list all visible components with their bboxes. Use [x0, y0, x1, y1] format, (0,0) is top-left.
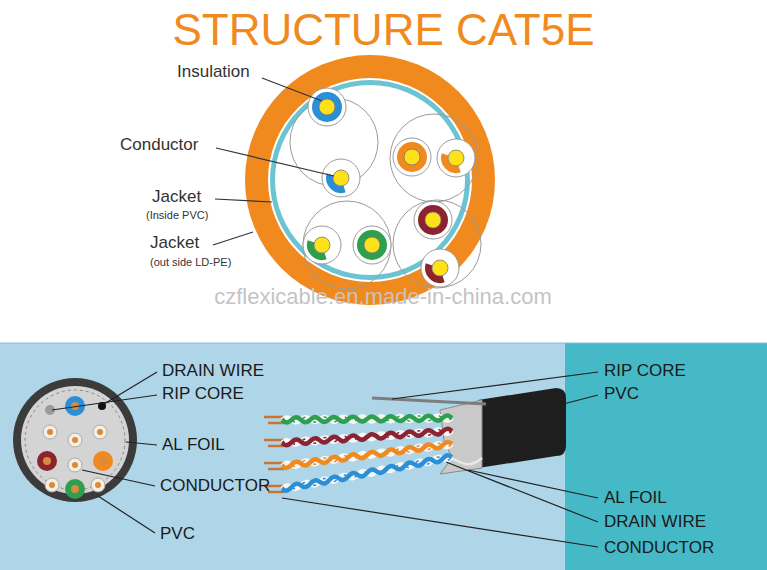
insulation	[312, 92, 342, 122]
part-label: CONDUCTOR	[160, 477, 270, 496]
wire-outline	[322, 159, 360, 197]
insulation	[68, 433, 82, 447]
conductor	[47, 429, 53, 435]
pair-outline	[303, 201, 391, 289]
conductor-tip	[264, 439, 284, 442]
conductor	[364, 237, 380, 253]
part-label: DRAIN WIRE	[162, 362, 264, 381]
leader-line	[548, 395, 598, 408]
outer-jacket	[245, 55, 495, 305]
strand-stripe	[282, 430, 452, 445]
conductor	[72, 437, 78, 443]
part-label: AL FOIL	[604, 489, 667, 508]
pvc-jacket	[478, 388, 566, 468]
insulation	[37, 451, 57, 471]
strand-stripe	[282, 416, 452, 423]
wire-outline	[303, 226, 341, 264]
conductor	[404, 149, 420, 165]
pair-outline	[393, 200, 481, 288]
part-note: (out side LD-PE)	[150, 256, 231, 268]
wire-outline	[353, 226, 391, 264]
part-label: RIP CORE	[604, 362, 686, 381]
leader-lines	[52, 372, 598, 547]
wire-outline	[437, 139, 475, 177]
conductor	[333, 170, 349, 186]
colour-strand	[282, 429, 452, 445]
conductor-tip	[264, 416, 284, 419]
part-label: Jacket	[152, 188, 201, 207]
white-strand	[282, 416, 452, 423]
core-space	[275, 85, 465, 275]
conductor	[49, 482, 55, 488]
insulation	[65, 479, 85, 499]
leader-line	[213, 232, 253, 245]
conductor	[72, 462, 78, 468]
insulation	[93, 425, 107, 439]
conductor	[95, 482, 101, 488]
ftp-cross-section	[13, 378, 137, 502]
title: STRUCTURE CAT5E	[0, 6, 767, 54]
part-label: PVC	[160, 525, 195, 544]
leader-line	[215, 199, 272, 202]
part-label: RIP CORE	[162, 385, 244, 404]
leader-line	[52, 395, 157, 410]
colour-strand	[282, 455, 452, 490]
conductor	[432, 260, 448, 276]
colour-strand	[282, 416, 452, 423]
insulation	[68, 458, 82, 472]
foil-edge	[25, 390, 125, 490]
cable-side-view	[264, 388, 566, 492]
leader-lines	[213, 78, 334, 245]
conductor	[314, 237, 330, 253]
leader-line	[82, 470, 155, 486]
cable-cross-section	[245, 55, 495, 305]
leader-line	[446, 462, 598, 522]
leader-line	[282, 498, 598, 547]
part-label: CONDUCTOR	[604, 539, 714, 558]
leader-line	[126, 442, 157, 445]
insulation	[45, 478, 59, 492]
insulation	[43, 425, 57, 439]
wire-outline	[393, 138, 431, 176]
panel-edge	[0, 343, 767, 344]
rip-core	[372, 398, 486, 404]
insulation	[418, 205, 448, 235]
conductor	[425, 212, 441, 228]
part-note: (Inside PVC)	[146, 209, 208, 221]
foil	[21, 386, 129, 494]
pvc-jacket	[13, 378, 137, 502]
insulation	[91, 478, 105, 492]
panel-ground	[0, 343, 767, 570]
wire-outline	[421, 249, 459, 287]
conductor	[43, 457, 51, 465]
watermark: czflexicable.en.made-in-china.com	[214, 285, 552, 309]
part-label: PVC	[604, 385, 639, 404]
leader-line	[392, 372, 598, 399]
leader-line	[468, 470, 598, 498]
pair-outline	[390, 114, 478, 202]
leader-line	[262, 78, 322, 101]
conductor	[448, 150, 464, 166]
part-label: DRAIN WIRE	[604, 513, 706, 532]
insulation	[93, 451, 113, 471]
wire-outline	[308, 88, 346, 126]
part-label: Insulation	[177, 63, 250, 82]
panel-ground-right	[565, 343, 767, 570]
wire-outline	[414, 201, 452, 239]
insulation	[357, 230, 387, 260]
leader-line	[216, 148, 334, 176]
conductor	[71, 485, 79, 493]
part-label: Jacket	[150, 234, 199, 253]
part-label: Conductor	[120, 136, 198, 155]
leader-line	[98, 496, 155, 533]
part-label: AL FOIL	[162, 436, 225, 455]
conductor	[97, 429, 103, 435]
white-strand	[282, 430, 452, 445]
insulation	[397, 142, 427, 172]
conductor	[99, 457, 107, 465]
